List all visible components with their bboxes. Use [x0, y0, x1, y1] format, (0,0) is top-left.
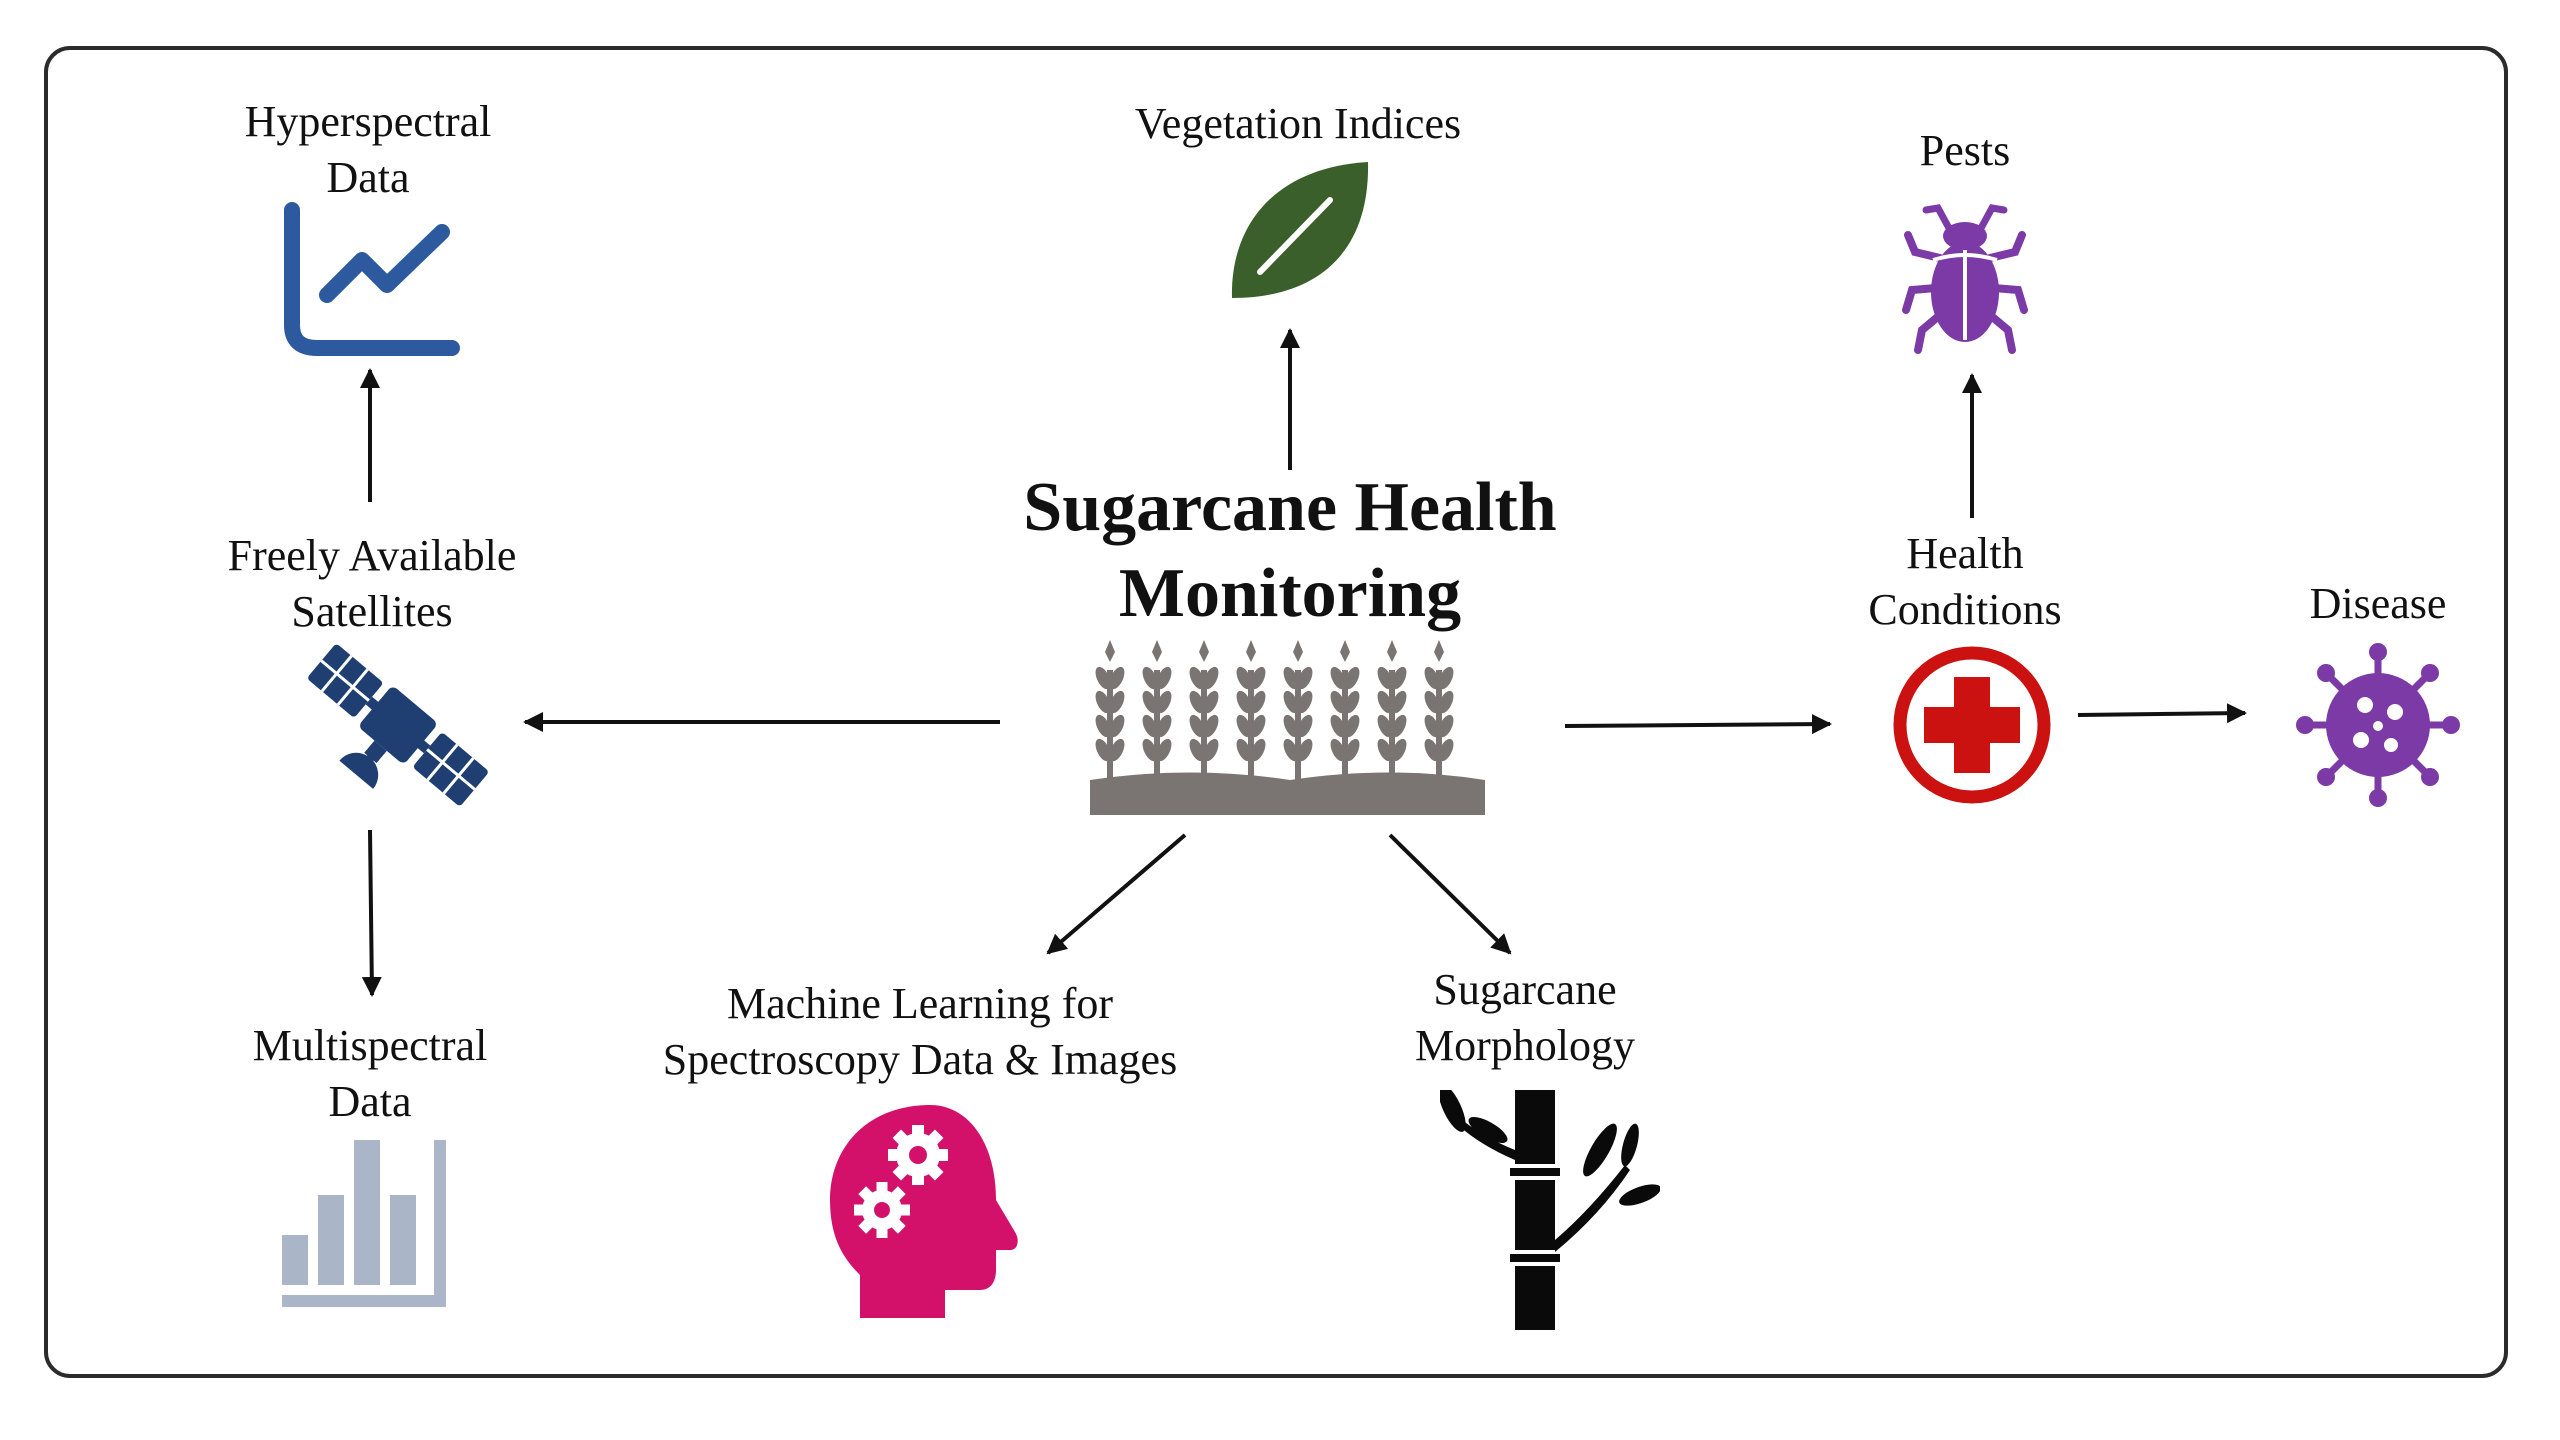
- medical-cross-icon: [1893, 646, 2051, 804]
- bar-chart-icon: [282, 1140, 446, 1307]
- diagram-frame: [44, 46, 2508, 1378]
- vegetation-label: Vegetation Indices: [1134, 99, 1462, 148]
- morphology-label: Sugarcane Morphology: [1415, 965, 1635, 1070]
- arrow-satellites-to-multispectral: [361, 829, 382, 997]
- sugarcane-field-icon: [1090, 640, 1485, 815]
- beetle-icon: [1902, 204, 2028, 354]
- head-gears-icon: [830, 1105, 1018, 1318]
- virus-icon: [2296, 643, 2460, 807]
- leaf-icon: [1231, 162, 1369, 298]
- ml-label: Machine Learning for Spectroscopy Data &…: [662, 979, 1178, 1084]
- arrow-center-to-ml: [1046, 833, 1187, 955]
- health-label: Health Conditions: [1868, 529, 2062, 634]
- multispectral-label: Multispectral Data: [252, 1021, 488, 1126]
- satellite-icon: [308, 644, 488, 806]
- arrow-center-to-morphology: [1388, 833, 1512, 955]
- hyperspectral-label: Hyperspectral Data: [244, 97, 492, 202]
- disease-label: Disease: [2309, 579, 2447, 628]
- center-title: Sugarcane Health Monitoring: [1023, 469, 1557, 632]
- pests-label: Pests: [1919, 126, 2011, 175]
- line-chart-icon: [284, 202, 460, 356]
- satellites-label: Freely Available Satellites: [227, 531, 517, 636]
- arrow-center-to-health: [1564, 714, 1832, 735]
- arrow-health-to-disease: [2077, 703, 2247, 724]
- bamboo-icon: [1440, 1090, 1660, 1330]
